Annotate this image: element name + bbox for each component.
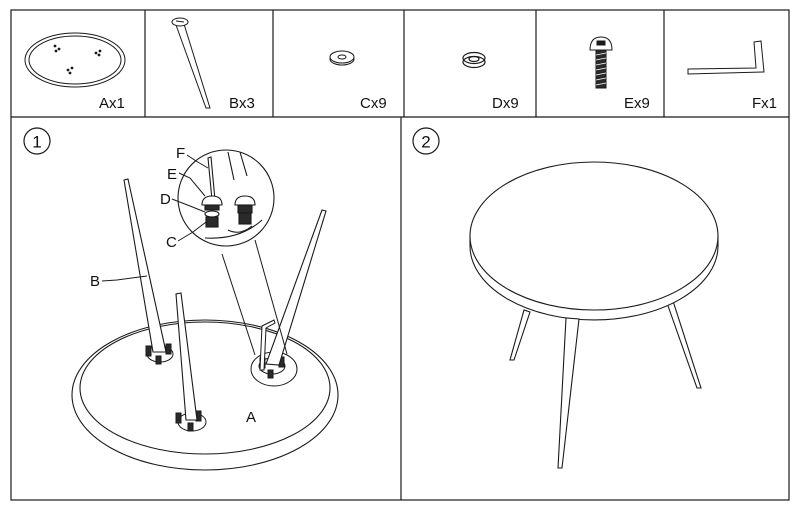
part-d-spring-washer-illustration: [462, 51, 486, 69]
part-e-label: Ex9: [624, 95, 650, 112]
step-2-assembled-table: [469, 161, 719, 469]
part-e-bolt-illustration: [589, 36, 613, 89]
step-2-leg-back-left: [509, 309, 531, 361]
callout-d: D: [160, 191, 171, 208]
part-f-label: Fx1: [752, 95, 777, 112]
step-2-number-badge: 2: [412, 127, 440, 155]
svg-text:2: 2: [421, 133, 430, 152]
step-1-allen-key: [259, 319, 276, 371]
callout-f: F: [176, 145, 185, 162]
callout-b: B: [90, 273, 100, 290]
part-b-label: Bx3: [229, 95, 255, 112]
part-c-washer-illustration: [329, 50, 355, 66]
step-1-leg-left: [123, 178, 167, 353]
part-c-label: Cx9: [360, 95, 387, 112]
part-d-label: Dx9: [492, 95, 519, 112]
step-2-table-top: [469, 161, 719, 311]
part-a-label: Ax1: [99, 95, 125, 112]
callout-e: E: [167, 166, 177, 183]
part-a-table-top-illustration: [24, 32, 126, 88]
part-f-allen-key-illustration: [687, 40, 765, 75]
step-2-leg-front: [557, 317, 580, 469]
step-1-leg-front: [175, 292, 198, 421]
step-1-zoom-connectors: [221, 239, 288, 356]
step-1-table-top: [71, 319, 339, 471]
svg-text:1: 1: [32, 133, 41, 152]
frame: [10, 9, 790, 501]
callout-c: C: [166, 234, 177, 251]
step-1-number-badge: 1: [23, 127, 51, 155]
callout-a: A: [246, 409, 256, 426]
step-1-leg-right: [265, 209, 327, 366]
part-b-leg-illustration: [171, 17, 211, 109]
step-2-leg-back-right: [666, 300, 702, 389]
step-1-callout-leaders: [101, 154, 209, 282]
step-1-detail-zoom: [177, 149, 275, 247]
